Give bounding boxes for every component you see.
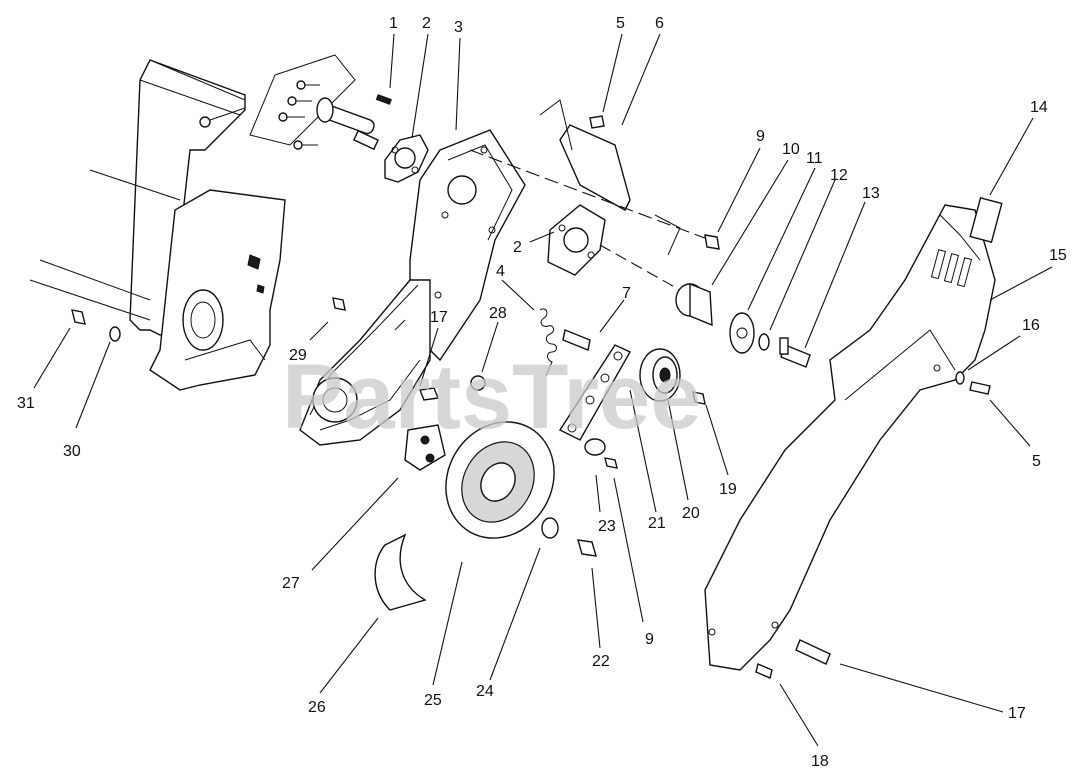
auger-pulley — [404, 421, 597, 557]
callout-22: 22 — [592, 653, 610, 670]
auger-housing — [29, 59, 286, 391]
callout-10: 10 — [782, 141, 800, 158]
shaft-kit — [249, 54, 392, 151]
callout-20: 20 — [682, 505, 700, 522]
callout-24: 24 — [476, 683, 494, 700]
bearing-flange-lower — [547, 204, 606, 276]
bearing-flange-upper — [384, 134, 429, 183]
shaft-centerline — [469, 149, 711, 291]
callout-25: 25 — [424, 692, 442, 709]
leader-lines — [33, 33, 1053, 747]
callout-2b: 2 — [513, 239, 522, 256]
callout-9b: 9 — [645, 631, 654, 648]
callout-17b: 17 — [1008, 705, 1026, 722]
callout-18: 18 — [811, 753, 829, 770]
callout-23: 23 — [598, 518, 616, 535]
idler-assembly — [470, 329, 706, 469]
callout-labels: 1 2 3 5 6 14 9 10 11 12 13 2 15 4 7 16 2… — [17, 15, 1067, 770]
callout-14: 14 — [1030, 99, 1048, 116]
watermark: PartsTree — [282, 346, 701, 448]
callout-26: 26 — [308, 699, 326, 716]
belt-guard-bracket — [539, 99, 681, 256]
callout-2: 2 — [422, 15, 431, 32]
callout-27: 27 — [282, 575, 300, 592]
drive-belt — [374, 533, 427, 611]
callout-29: 29 — [289, 347, 307, 364]
callout-11: 11 — [806, 150, 823, 167]
callout-19: 19 — [719, 481, 737, 498]
callout-21: 21 — [648, 515, 666, 532]
belt-cover — [704, 196, 1003, 679]
callout-16: 16 — [1022, 317, 1040, 334]
tension-spring — [539, 308, 557, 377]
callout-1: 1 — [389, 15, 398, 32]
callout-12: 12 — [830, 167, 848, 184]
callout-28: 28 — [489, 305, 507, 322]
callout-9: 9 — [756, 128, 765, 145]
callout-6: 6 — [655, 15, 664, 32]
left-hardware — [71, 297, 439, 401]
callout-13: 13 — [862, 185, 880, 202]
callout-31: 31 — [17, 395, 35, 412]
callout-15: 15 — [1049, 247, 1067, 264]
callout-7: 7 — [622, 285, 631, 302]
callout-4: 4 — [496, 263, 505, 280]
callout-3: 3 — [454, 19, 463, 36]
callout-5: 5 — [616, 15, 625, 32]
hub-stack — [675, 234, 811, 368]
drive-belt-plate — [299, 279, 431, 446]
callout-5b: 5 — [1032, 453, 1041, 470]
callout-30: 30 — [63, 443, 81, 460]
cover-vents — [930, 249, 973, 288]
callout-17: 17 — [430, 309, 448, 326]
